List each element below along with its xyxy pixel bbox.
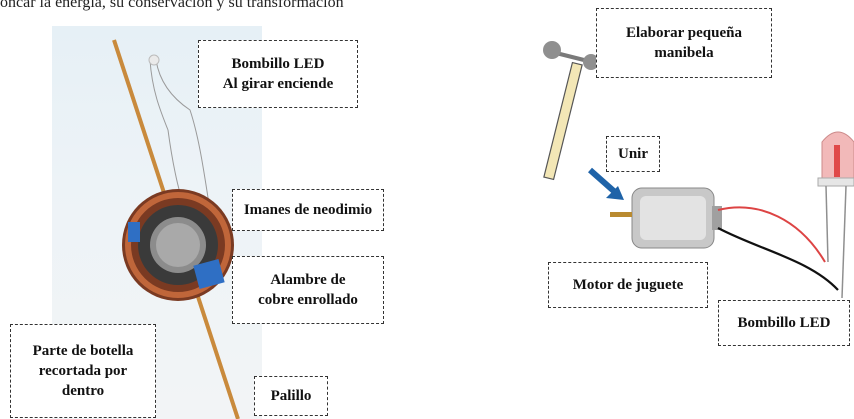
- led-right-label: Bombillo LED: [718, 300, 850, 346]
- motor-label: Motor de juguete: [548, 262, 708, 308]
- led-wires: [149, 59, 185, 206]
- magnets-label: Imanes de neodimio: [232, 189, 384, 231]
- led-bulb-icon: [817, 131, 854, 299]
- stick-label: Palillo: [254, 376, 328, 416]
- blue-tape-icon: [193, 259, 225, 289]
- crank-icon: [543, 41, 599, 181]
- wire-label: Alambre de cobre enrollado: [232, 256, 384, 324]
- toy-motor-icon: [610, 187, 722, 249]
- join-label: Unir: [606, 136, 660, 172]
- crank-label: Elaborar pequeña manibela: [596, 8, 772, 78]
- arrow-icon: [588, 167, 624, 200]
- section-heading: oncar la energía, su conservación y su t…: [0, 0, 344, 11]
- led-label: Bombillo LED Al girar enciende: [198, 40, 358, 108]
- bottle-label: Parte de botella recortada por dentro: [10, 324, 156, 418]
- small-led-icon: [148, 54, 160, 66]
